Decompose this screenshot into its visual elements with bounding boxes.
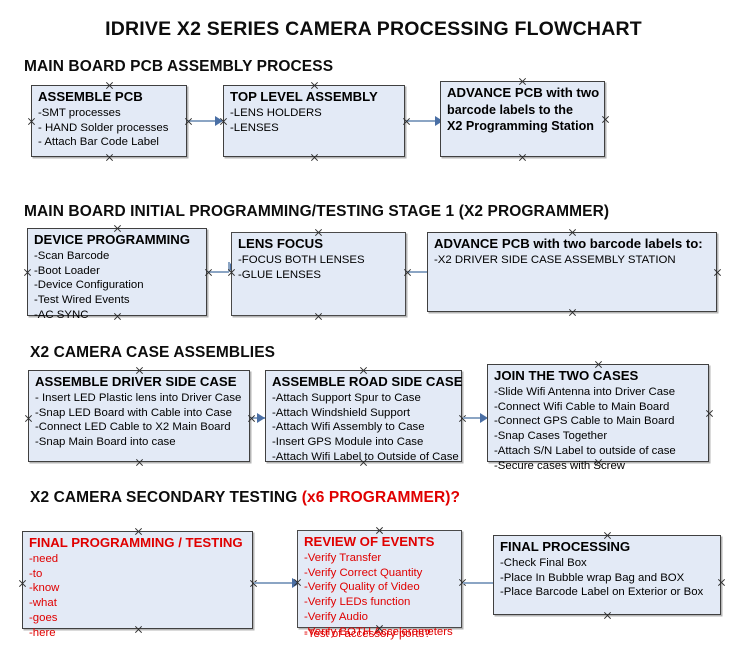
section-header-text: MAIN BOARD INITIAL PROGRAMMING/TESTING S… xyxy=(24,203,610,220)
node-line: -Place In Bubble wrap Bag and BOX xyxy=(500,571,685,584)
connector-arrowhead xyxy=(292,578,300,588)
node-line: -Snap Cases Together xyxy=(494,430,608,443)
node-line: X2 Programming Station xyxy=(447,119,594,134)
section-header-accent-text: (x6 PROGRAMMER)? xyxy=(301,489,461,506)
connector-line xyxy=(208,271,229,273)
section-header-x2-camera-case-assemblies: X2 CAMERA CASE ASSEMBLIES xyxy=(30,344,275,362)
node-assemble-road-side-case[interactable]: ASSEMBLE ROAD SIDE CASE -Attach Support … xyxy=(265,370,463,464)
node-line: -LENSES xyxy=(230,121,279,134)
node-line: -Verify BOTH Accelerometers xyxy=(304,625,453,638)
connector-arrowhead xyxy=(435,116,443,126)
node-line: -Snap Main Board into case xyxy=(35,436,176,449)
node-title: FINAL PROGRAMMING / TESTING xyxy=(29,535,243,550)
node-assemble-driver-side-case[interactable]: ASSEMBLE DRIVER SIDE CASE - Insert LED P… xyxy=(28,370,250,462)
node-title: ADVANCE PCB with two barcode labels to: xyxy=(434,236,703,251)
node-line: -Verify Correct Quantity xyxy=(304,566,423,579)
node-line: -Attach Wifi Assembly to Case xyxy=(272,421,425,434)
node-assemble-pcb[interactable]: ASSEMBLE PCB -SMT processes - HAND Solde… xyxy=(31,85,187,157)
node-review-of-events[interactable]: REVIEW OF EVENTS -Verify Transfer -Verif… xyxy=(297,530,462,640)
node-join-the-two-cases[interactable]: JOIN THE TWO CASES -Slide Wifi Antenna i… xyxy=(487,364,709,472)
node-title: ASSEMBLE ROAD SIDE CASE xyxy=(272,374,463,389)
node-lens-focus[interactable]: LENS FOCUS -FOCUS BOTH LENSES -GLUE LENS… xyxy=(231,232,406,316)
node-advance-pcb-x2-programming[interactable]: ADVANCE PCB with two barcode labels to t… xyxy=(440,81,605,157)
node-line: -here xyxy=(29,626,56,639)
page-title: IDRIVE X2 SERIES CAMERA PROCESSING FLOWC… xyxy=(105,18,642,40)
node-line: -Verify LEDs function xyxy=(304,596,411,609)
node-line: -Attach Wifi Label to Outside of Case xyxy=(272,451,459,464)
section-header-main-board-pcb-assembly: MAIN BOARD PCB ASSEMBLY PROCESS xyxy=(24,58,333,76)
node-line: -Verify Quality of Video xyxy=(304,581,420,594)
connector-line xyxy=(463,582,505,584)
node-line: -Secure cases with Screw xyxy=(494,459,626,472)
section-header-text: MAIN BOARD PCB ASSEMBLY PROCESS xyxy=(24,58,334,75)
node-top-level-assembly[interactable]: TOP LEVEL ASSEMBLY -LENS HOLDERS -LENSES xyxy=(223,85,405,157)
node-line: barcode labels to the xyxy=(447,102,573,117)
node-line: -need xyxy=(29,552,59,565)
node-line: -Scan Barcode xyxy=(34,249,110,262)
node-line: -what xyxy=(29,597,57,610)
node-title: JOIN THE TWO CASES xyxy=(494,368,639,383)
node-final-processing[interactable]: FINAL PROCESSING -Check Final Box -Place… xyxy=(493,535,721,615)
node-line: -goes xyxy=(29,612,58,625)
node-line: -Verify Audio xyxy=(304,611,368,624)
node-line: -Test Wired Events xyxy=(34,294,130,307)
node-line: -Boot Loader xyxy=(34,264,100,277)
connector-arrowhead xyxy=(215,116,223,126)
section-header-text: X2 CAMERA SECONDARY TESTING xyxy=(30,489,302,506)
node-line: - Attach Bar Code Label xyxy=(38,136,159,149)
node-line: -Attach Windshield Support xyxy=(272,406,411,419)
connector-arrowhead xyxy=(480,413,488,423)
node-line: -FOCUS BOTH LENSES xyxy=(238,253,365,266)
node-line: -Device Configuration xyxy=(34,279,144,292)
node-final-programming-testing[interactable]: FINAL PROGRAMMING / TESTING -need -to -k… xyxy=(22,531,253,639)
node-line: -SMT processes xyxy=(38,106,121,119)
node-title: ASSEMBLE PCB xyxy=(38,89,143,104)
node-line: -Connect GPS Cable to Main Board xyxy=(494,415,675,428)
connector-arrowhead xyxy=(257,413,265,423)
node-line: - Insert LED Plastic lens into Driver Ca… xyxy=(35,391,242,404)
section-header-main-board-initial-programming: MAIN BOARD INITIAL PROGRAMMING/TESTING S… xyxy=(24,203,609,221)
node-line: -know xyxy=(29,582,60,595)
node-title: ADVANCE PCB with two xyxy=(447,85,600,100)
connector-line xyxy=(188,120,216,122)
node-line: -to xyxy=(29,567,43,580)
node-line: -Attach Support Spur to Case xyxy=(272,391,421,404)
node-line: -AC SYNC xyxy=(34,309,89,322)
node-line: -Attach S/N Label to outside of case xyxy=(494,445,676,458)
connector-line xyxy=(228,262,230,272)
node-title: TOP LEVEL ASSEMBLY xyxy=(230,89,378,104)
node-line: -Connect Wifi Cable to Main Board xyxy=(494,400,670,413)
node-title: DEVICE PROGRAMMING xyxy=(34,232,191,247)
node-line: -Verify Transfer xyxy=(304,551,382,564)
section-header-text: X2 CAMERA CASE ASSEMBLIES xyxy=(30,344,276,361)
node-title: ASSEMBLE DRIVER SIDE CASE xyxy=(35,374,237,389)
node-line: -Place Barcode Label on Exterior or Box xyxy=(500,586,704,599)
node-line: -Slide Wifi Antenna into Driver Case xyxy=(494,385,676,398)
section-header-x2-camera-secondary-testing: X2 CAMERA SECONDARY TESTING (x6 PROGRAMM… xyxy=(30,489,460,507)
node-line: - HAND Solder processes xyxy=(38,121,169,134)
node-line: -X2 DRIVER SIDE CASE ASSEMBLY STATION xyxy=(434,253,676,266)
node-device-programming[interactable]: DEVICE PROGRAMMING -Scan Barcode -Boot L… xyxy=(27,228,207,321)
node-line: -Snap LED Board with Cable into Case xyxy=(35,406,232,419)
connector-line xyxy=(254,582,294,584)
connector-line xyxy=(406,120,436,122)
node-line: -LENS HOLDERS xyxy=(230,106,322,119)
node-title: LENS FOCUS xyxy=(238,236,323,251)
node-line: -Insert GPS Module into Case xyxy=(272,436,424,449)
node-line: -GLUE LENSES xyxy=(238,268,321,281)
node-line: -Check Final Box xyxy=(500,556,587,569)
connector-line xyxy=(463,417,485,419)
node-line-overflow: -Test of accessory ports? xyxy=(304,628,431,641)
node-line: -Connect LED Cable to X2 Main Board xyxy=(35,421,231,434)
connector-line xyxy=(407,271,435,273)
node-advance-pcb-driver-side[interactable]: ADVANCE PCB with two barcode labels to: … xyxy=(427,232,717,312)
node-title: FINAL PROCESSING xyxy=(500,539,631,554)
node-title: REVIEW OF EVENTS xyxy=(304,534,435,549)
